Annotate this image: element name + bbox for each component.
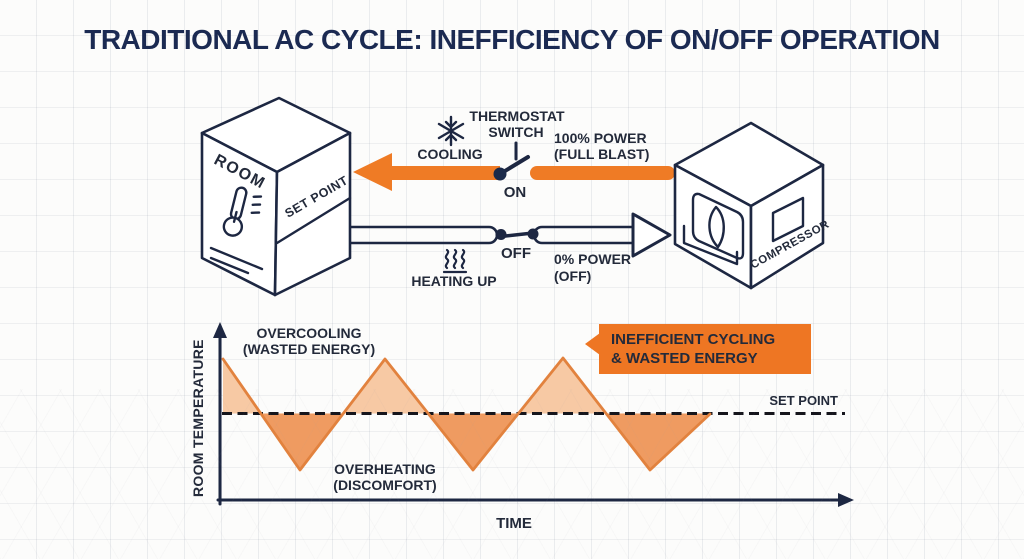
- room-box-seam: [275, 196, 352, 245]
- y-axis-label: ROOM TEMPERATURE: [190, 339, 206, 497]
- cooling-arrow: [353, 153, 675, 191]
- power-off-arrow-bar-right: [532, 225, 636, 245]
- cooling-arrow-bar-left: [390, 166, 500, 180]
- snowflake-icon: [437, 115, 465, 147]
- overheating-label-line1: OVERHEATING: [334, 461, 436, 477]
- on-switch-contact: [493, 167, 507, 181]
- room-box: ROOM SET POINT: [200, 96, 352, 297]
- zero-power-label-line2: (OFF): [554, 268, 591, 284]
- compressor-vent-panel: [771, 196, 805, 243]
- y-axis-arrowhead: [213, 322, 227, 338]
- zero-power-label-line1: 0% POWER: [554, 251, 631, 267]
- room-box-right-face: [273, 131, 352, 297]
- setpoint-label: SET POINT: [769, 393, 838, 408]
- full-power-label-line1: 100% POWER: [554, 130, 647, 146]
- overcooling-label-line1: OVERCOOLING: [256, 325, 361, 341]
- temperature-line: [221, 356, 712, 472]
- on-state-label: ON: [504, 184, 527, 201]
- badge-background: [599, 324, 811, 374]
- fan-icon: [682, 192, 745, 266]
- power-off-arrow: [348, 212, 672, 258]
- thermostat-switch: [493, 141, 530, 181]
- heating-up-label: HEATING UP: [411, 273, 496, 289]
- power-off-arrow-bar-left: [348, 225, 499, 245]
- power-off-arrowhead: [631, 212, 672, 258]
- off-switch-contact-right: [527, 228, 539, 240]
- thermostat-label-line1: THERMOSTAT: [469, 108, 565, 124]
- inefficiency-badge: INEFFICIENT CYCLING & WASTED ENERGY: [585, 324, 811, 374]
- overheating-label-line2: (DISCOMFORT): [333, 477, 436, 493]
- compressor-box-right-face: [749, 163, 825, 290]
- compressor-box: COMPRESSOR: [673, 121, 832, 290]
- heat-waves-icon: [442, 248, 468, 274]
- temperature-chart: ROOM TEMPERATURE TIME SET POINT OVERCOOL…: [190, 322, 854, 532]
- cooling-arrowhead: [353, 153, 392, 191]
- x-axis-label: TIME: [496, 515, 532, 532]
- thermometer-icon: [222, 186, 263, 237]
- off-switch-contact-left: [495, 229, 507, 240]
- badge-notch: [585, 333, 600, 355]
- page-title: TRADITIONAL AC CYCLE: INEFFICIENCY OF ON…: [84, 24, 940, 55]
- thermostat-label-line2: SWITCH: [488, 124, 543, 140]
- badge-label-line1: INEFFICIENT CYCLING: [611, 331, 775, 348]
- badge-label-line2: & WASTED ENERGY: [611, 350, 758, 367]
- overcooling-label-line2: (WASTED ENERGY): [243, 341, 375, 357]
- x-axis-arrowhead: [838, 493, 854, 507]
- full-power-label-line2: (FULL BLAST): [554, 146, 649, 162]
- cooling-label: COOLING: [417, 146, 482, 162]
- room-base-lines: [209, 246, 264, 275]
- off-state-label: OFF: [501, 245, 531, 262]
